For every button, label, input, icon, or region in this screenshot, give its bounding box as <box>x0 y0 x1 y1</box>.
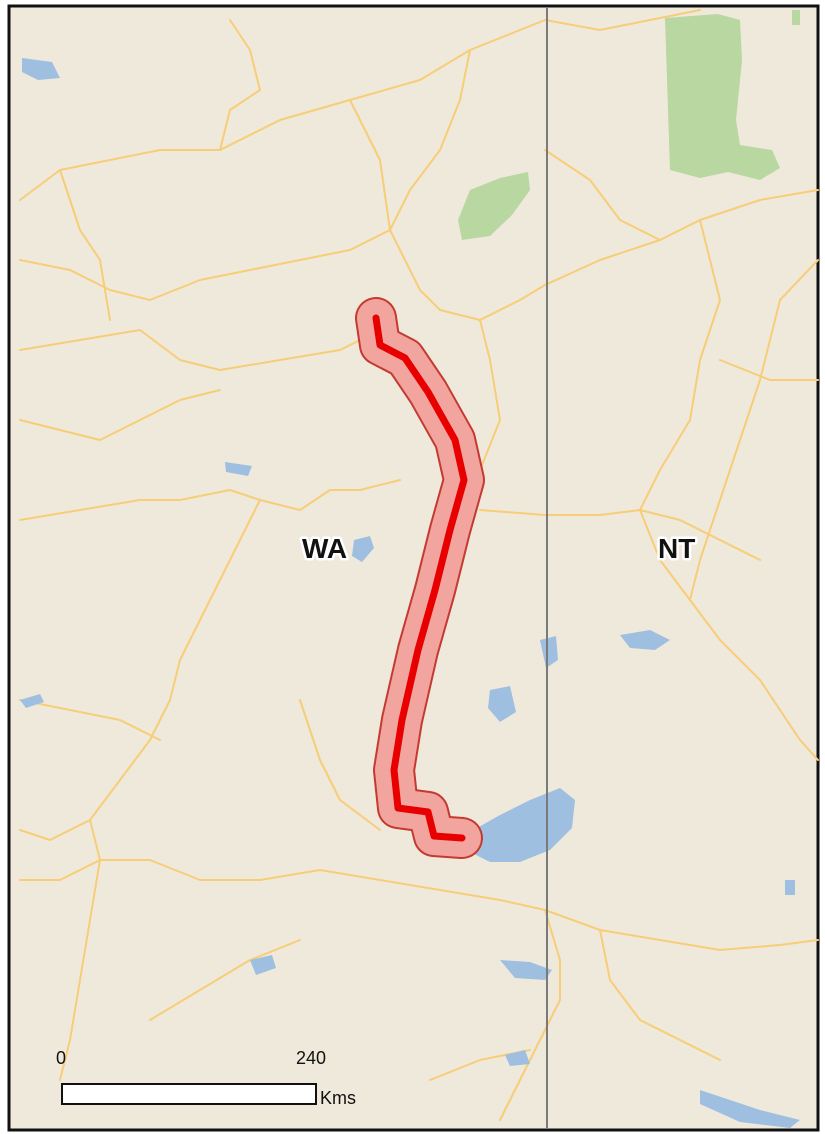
parks <box>458 10 800 240</box>
scale-bar: 0 240 Kms <box>56 1048 356 1108</box>
route-line <box>372 314 468 842</box>
road-network <box>19 9 819 1121</box>
scale-end-label: 240 <box>296 1048 326 1068</box>
region-label-nt: NT <box>658 533 695 564</box>
scale-bar-box <box>61 1083 317 1105</box>
scale-start-label: 0 <box>56 1048 66 1068</box>
route-corridor[interactable] <box>355 297 485 859</box>
region-label-wa: WA <box>302 533 347 564</box>
scale-unit-label: Kms <box>320 1088 356 1108</box>
water-bodies <box>20 58 800 1128</box>
map-frame <box>7 4 820 1132</box>
